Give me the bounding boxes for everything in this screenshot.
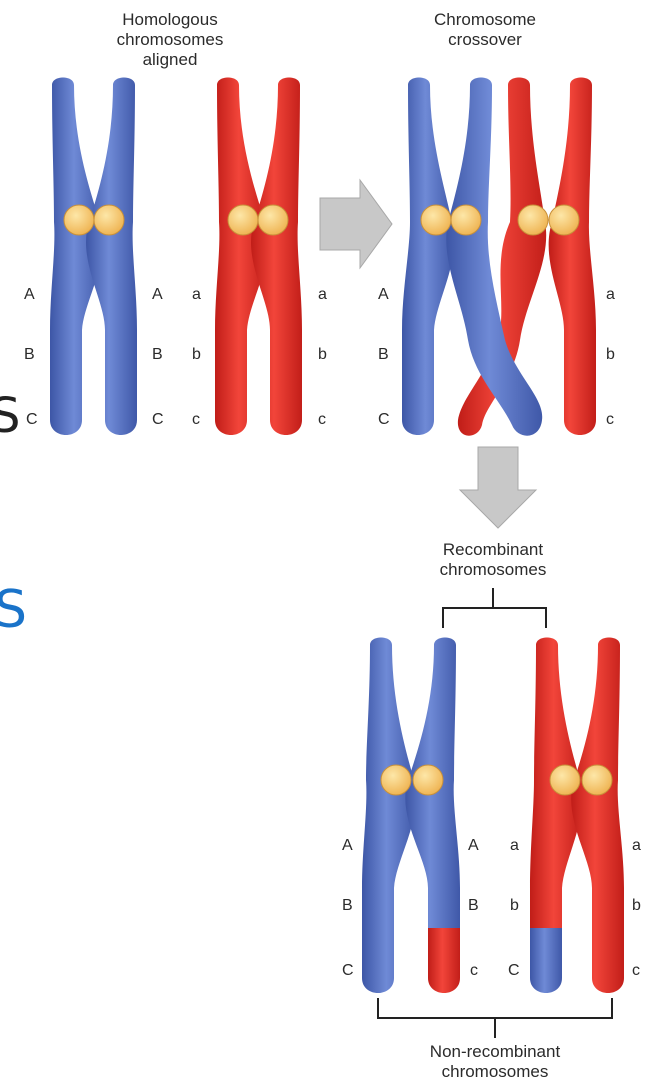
allele-label: C [508,963,520,979]
allele-label: c [606,412,614,428]
allele-label: A [468,838,479,854]
nonrecombinant-bracket [378,998,612,1038]
allele-label: A [24,287,35,303]
blue-homolog-top-left [50,78,137,436]
recombinant-bracket [443,588,546,628]
caption-recombinant: Recombinant chromosomes [420,540,566,580]
blue-homolog-recombinant [362,638,460,994]
centromere [549,205,579,235]
centromere [518,205,548,235]
caption-line: aligned [102,50,238,70]
red-homolog-recombinant [530,638,624,994]
allele-label: A [378,287,389,303]
allele-label: c [192,412,200,428]
caption-homologous: Homologous chromosomes aligned [102,10,238,70]
allele-label: B [24,347,35,363]
allele-label: a [606,287,615,303]
allele-label: B [468,898,479,914]
allele-label: b [632,898,641,914]
edge-text-fragment: S [0,586,27,634]
caption-line: chromosomes [420,560,566,580]
allele-label: c [632,963,640,979]
allele-label: B [342,898,353,914]
caption-nonrecombinant: Non-recombinant chromosomes [414,1042,576,1082]
allele-label: C [26,412,38,428]
allele-label: c [318,412,326,428]
right-arrow-icon [320,180,392,268]
caption-line: chromosomes [414,1062,576,1082]
caption-line: Homologous [102,10,238,30]
allele-label: b [318,347,327,363]
allele-label: b [192,347,201,363]
allele-label: C [378,412,390,428]
allele-label: B [378,347,389,363]
allele-label: A [152,287,163,303]
red-homolog-top-left [215,78,302,436]
allele-label: c [470,963,478,979]
allele-label: C [342,963,354,979]
allele-label: a [510,838,519,854]
allele-label: a [318,287,327,303]
allele-label: a [632,838,641,854]
allele-label: b [606,347,615,363]
caption-line: Chromosome [420,10,550,30]
down-arrow-icon [460,447,536,528]
allele-label: A [342,838,353,854]
caption-line: Recombinant [420,540,566,560]
allele-label: B [152,347,163,363]
allele-label: C [152,412,164,428]
edge-text-fragment: S [0,392,20,440]
caption-line: crossover [420,30,550,50]
caption-crossover: Chromosome crossover [420,10,550,50]
caption-line: chromosomes [102,30,238,50]
caption-line: Non-recombinant [414,1042,576,1062]
allele-label: b [510,898,519,914]
allele-label: a [192,287,201,303]
